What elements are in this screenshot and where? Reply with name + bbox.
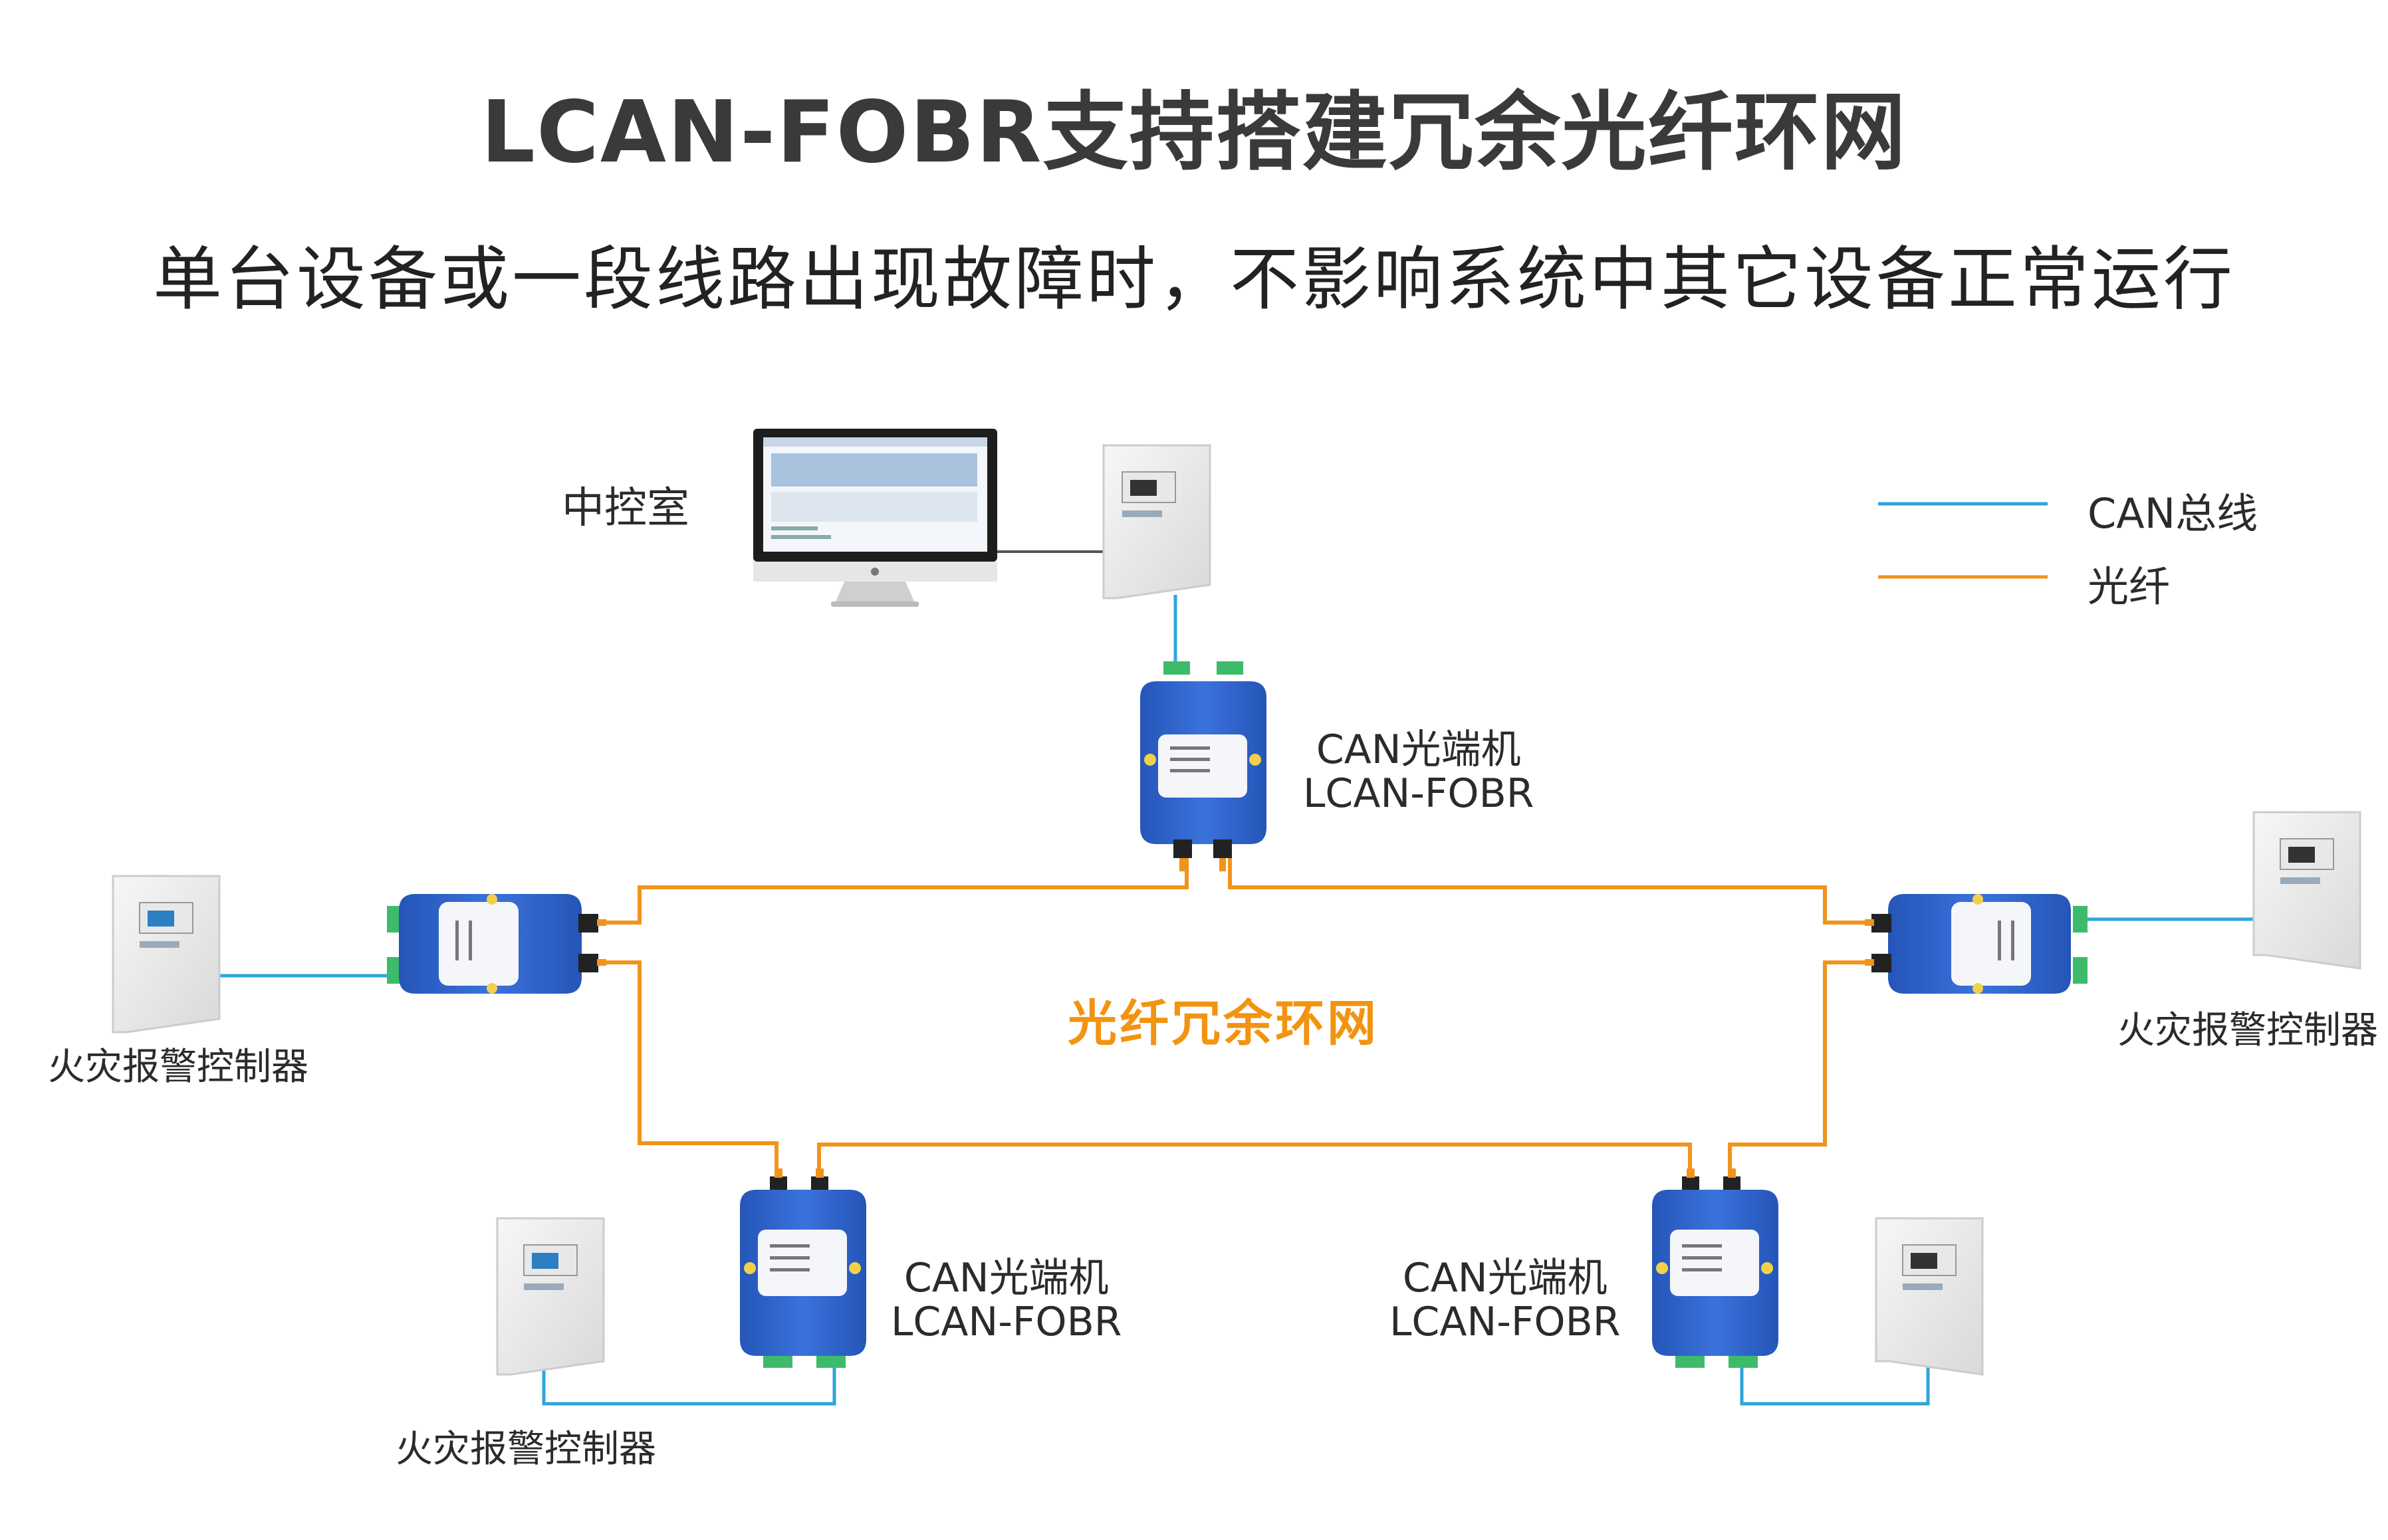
fire-panel-top [1102,444,1211,600]
fiber-ring-label: 光纤冗余环网 [1068,995,1379,1052]
page-title: LCAN-FOBR支持搭建冗余光纤环网 [481,83,1907,182]
fiber-bottom [817,1143,1692,1176]
device-bottom-right-line2: LCAN-FOBR [1389,1299,1621,1345]
can-wire-bottom-left [542,1359,836,1406]
fiber-ring [605,854,1875,1176]
fire-panel-bottom-right [1875,1217,1984,1376]
can-converter-bottom-left [740,1168,866,1368]
controller-bottom-label: 火灾报警控制器 [396,1428,656,1471]
controller-left-label: 火灾报警控制器 [48,1045,308,1089]
can-converter-left [387,894,606,994]
device-top-line1: CAN光端机 [1316,726,1521,773]
controller-right-label: 火灾报警控制器 [2117,1009,2378,1052]
monitor-icon [753,429,997,607]
fire-panel-left [112,875,221,1034]
device-bottom-left-line2: LCAN-FOBR [891,1299,1122,1345]
can-converter-right [1865,894,2088,994]
can-converter-bottom-right [1652,1168,1778,1368]
page-subtitle: 单台设备或一段线路出现故障时，不影响系统中其它设备正常运行 [152,239,2235,320]
can-wire-bottom-right [1740,1359,1930,1406]
can-converter-top [1140,661,1266,871]
fiber-top-right [1228,854,1875,925]
fiber-top-left [605,854,1189,925]
device-bottom-right-label: CAN光端机 LCAN-FOBR [1389,1256,1621,1344]
device-bottom-left-line1: CAN光端机 [903,1255,1109,1301]
fire-panel-bottom-left [496,1217,605,1376]
device-top-line2: LCAN-FOBR [1303,770,1534,817]
device-top-label: CAN光端机 LCAN-FOBR [1303,728,1534,816]
fiber-right-down [1728,960,1875,1176]
fiber-left-down [605,960,778,1176]
legend-can-label: CAN总线 [2088,489,2258,538]
fire-panel-right [2252,811,2361,970]
control-room-label: 中控室 [562,484,689,533]
device-bottom-left-label: CAN光端机 LCAN-FOBR [891,1256,1122,1344]
device-bottom-right-line1: CAN光端机 [1402,1255,1608,1301]
can-bus-wires [219,595,2257,1406]
legend-fiber-label: 光纤 [2088,562,2171,611]
